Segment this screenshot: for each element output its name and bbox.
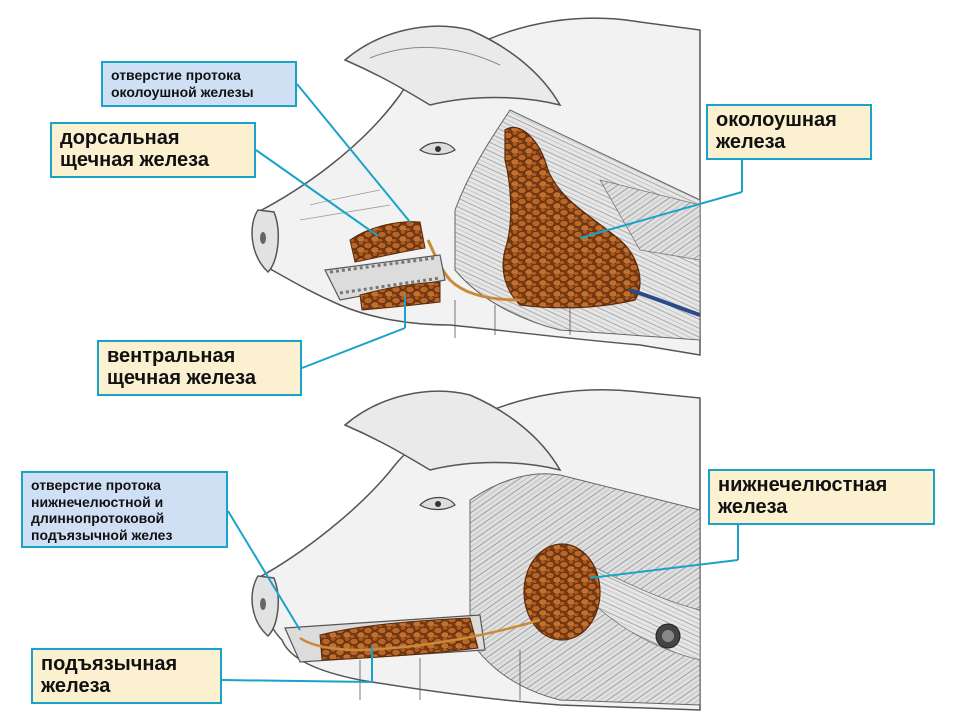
label-parotid-duct-opening: отверстие протока околоушной железы: [101, 61, 297, 107]
label-dorsal-buccal-gland-line2: щечная железа: [60, 148, 209, 171]
trachea: [655, 623, 681, 649]
label-parotid-duct-opening-line2: околоушной железы: [111, 83, 254, 100]
mandibular-gland: [523, 543, 601, 641]
bottom-ear: [343, 390, 562, 472]
label-sublingual-gland-line2: железа: [41, 674, 111, 697]
label-mandibular-duct-opening: отверстие протока нижнечелюстной и длинн…: [21, 471, 228, 548]
label-mandibular-gland-line1: нижнечелюстная: [718, 474, 888, 496]
label-ventral-buccal-gland-line1: вентральная: [107, 345, 236, 367]
label-mandibular-duct-opening-line3: длиннопротоковой: [31, 510, 165, 527]
label-sublingual-gland: подъязычная железа: [31, 648, 222, 704]
top-pig-head: [251, 17, 701, 356]
label-mandibular-duct-opening-line4: подъязычной желез: [31, 526, 173, 543]
top-ear: [343, 25, 562, 107]
label-mandibular-duct-opening-line2: нижнечелюстной и: [31, 493, 164, 510]
mandibular-duct: [299, 618, 541, 652]
label-mandibular-gland: нижнечелюстная железа: [708, 469, 935, 525]
label-parotid-gland-line1: околоушная: [716, 109, 837, 131]
top-mouth: [324, 254, 446, 301]
ventral-buccal-gland: [359, 281, 441, 311]
label-ventral-buccal-gland: вентральная щечная железа: [97, 340, 302, 396]
parotid-gland: [502, 126, 641, 309]
label-ventral-buccal-gland-line2: щечная железа: [107, 366, 256, 389]
label-sublingual-gland-line1: подъязычная: [41, 653, 178, 675]
label-parotid-duct-opening-line1: отверстие протока: [111, 67, 241, 83]
label-mandibular-duct-opening-line1: отверстие протока: [31, 477, 161, 493]
label-mandibular-gland-line2: железа: [718, 495, 788, 518]
label-parotid-gland: околоушная железа: [706, 104, 872, 160]
label-parotid-gland-line2: железа: [716, 130, 786, 153]
leader-lines: [221, 83, 743, 683]
bottom-pig-head: [251, 389, 701, 711]
label-dorsal-buccal-gland-line1: дорсальная: [60, 127, 180, 149]
label-dorsal-buccal-gland: дорсальная щечная железа: [50, 122, 256, 178]
dorsal-buccal-gland: [349, 221, 426, 263]
parotid-duct: [426, 239, 521, 302]
